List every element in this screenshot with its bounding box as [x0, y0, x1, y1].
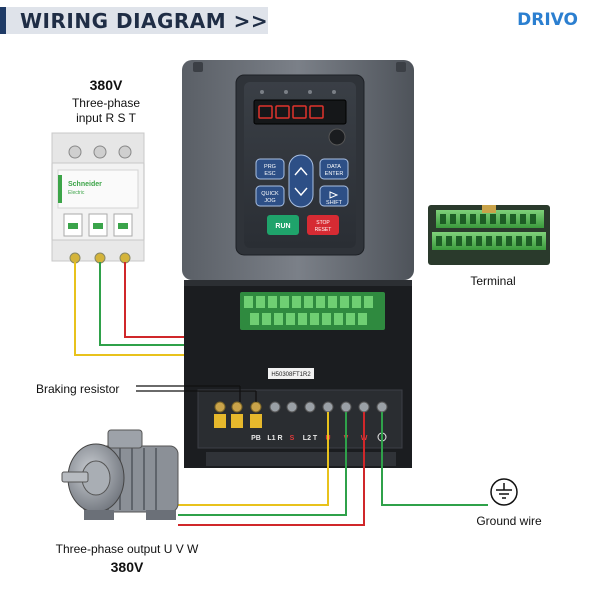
wire-v-green — [178, 412, 347, 516]
terminal-label-t: L2 T — [303, 435, 318, 442]
output-voltage: 380V — [110, 559, 144, 575]
quick-label: QUICK — [261, 191, 279, 197]
terminal-label: Terminal — [470, 274, 516, 288]
enter-label: ENTER — [325, 171, 344, 177]
arrow-down-icon — [294, 187, 308, 197]
braking-resistor-label: Braking resistor — [36, 382, 120, 396]
input-label-line2: input R S T — [76, 111, 136, 125]
terminal-label-pb: PB — [251, 435, 261, 442]
circuit-breaker: Schneider Electric — [51, 132, 145, 264]
page-title: WIRING DIAGRAM >> — [20, 9, 269, 33]
terminal-label-s: S — [290, 435, 295, 442]
reset-label: RESET — [315, 227, 332, 233]
stop-reset-button: STOP RESET — [307, 215, 339, 235]
header-accent — [0, 7, 6, 34]
board-code-sticker — [268, 368, 314, 379]
output-wires — [178, 412, 488, 526]
shift-button: SHIFT — [319, 185, 349, 207]
header-bar — [0, 7, 268, 34]
power-terminal-block — [197, 389, 403, 449]
breaker-brand: Schneider — [68, 181, 102, 188]
prg-label: PRG — [264, 164, 276, 170]
motor-shaft — [61, 471, 89, 483]
data-label: DATA — [327, 164, 341, 170]
up-down-buttons — [288, 154, 314, 208]
input-label-line1: Three-phase — [71, 96, 141, 110]
esc-label: ESC — [264, 171, 275, 177]
braking-resistor-leads — [136, 385, 257, 402]
brand-logo: DRIVO — [517, 10, 578, 30]
motor — [61, 429, 179, 520]
output-label: Three-phase output U V W — [55, 542, 199, 556]
jog-label: JOG — [264, 198, 275, 204]
shift-label: SHIFT — [326, 200, 343, 206]
led-digits — [258, 105, 324, 119]
power-terminal-screws — [214, 401, 388, 413]
quick-jog-button: QUICK JOG — [255, 185, 285, 207]
terminal-block-photo — [428, 205, 550, 265]
wire-w-red — [178, 412, 365, 526]
keypad: PRG ESC DATA ENTER QUICK JOG SHIFT RUN — [253, 90, 349, 235]
arrow-up-icon — [294, 166, 308, 176]
wire-u-yellow — [178, 412, 329, 506]
data-enter-button: DATA ENTER — [319, 158, 349, 180]
ground-wire-label: Ground wire — [476, 514, 542, 528]
potentiometer-knob — [328, 128, 346, 146]
motor-junction-box — [107, 429, 143, 449]
breaker-brand-sub: Electric — [68, 190, 85, 196]
stop-label: STOP — [316, 220, 330, 226]
board-code: H50308FT1R2 — [271, 372, 311, 378]
terminal-label-r: L1 R — [267, 435, 282, 442]
shift-arrow-icon — [329, 191, 339, 199]
ground-icon — [490, 478, 518, 506]
terminal-compartment: H50308FT1R2 PB L1 R S L2 T U V W — [184, 280, 412, 468]
input-voltage: 380V — [89, 77, 123, 93]
wire-ground-green — [381, 412, 488, 506]
led-display — [253, 99, 347, 125]
run-label: RUN — [275, 223, 290, 230]
prg-esc-button: PRG ESC — [255, 158, 285, 180]
run-button: RUN — [267, 215, 299, 235]
